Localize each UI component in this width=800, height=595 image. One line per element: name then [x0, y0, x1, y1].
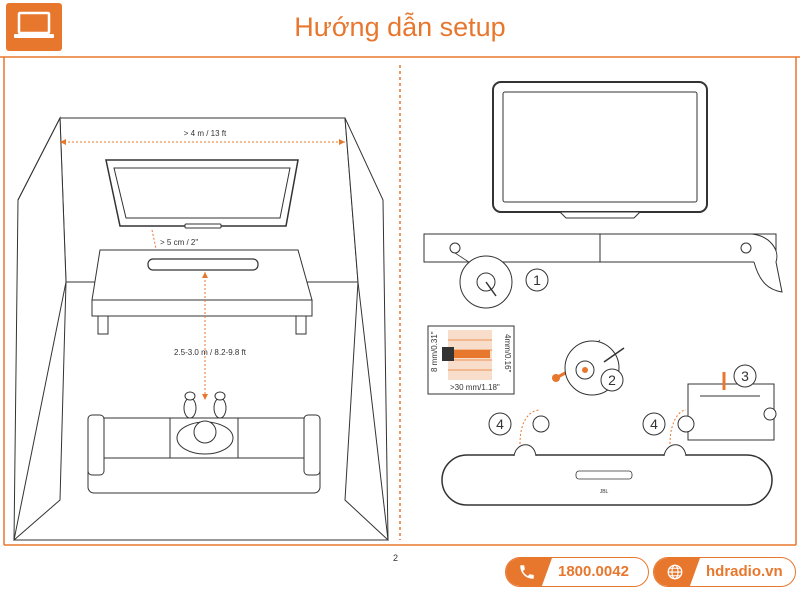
tv-front — [492, 81, 708, 219]
hotline-button[interactable]: 1800.0042 — [505, 557, 649, 587]
soundbar-on-stand — [147, 258, 259, 271]
screw-length-label: 8 mm/0.31" — [430, 331, 439, 372]
step-3-badge — [733, 364, 757, 388]
header-logo — [6, 3, 62, 51]
globe-icon — [667, 564, 683, 580]
step-4b-badge — [642, 412, 666, 436]
wall-detail: 8 mm/0.31" 4mm/0.16" >30 mm/1.18" — [427, 325, 515, 395]
distance-label: 2.5-3.0 m / 8.2-9.8 ft — [174, 348, 247, 357]
page-number: 2 — [393, 553, 399, 563]
listener — [176, 391, 234, 455]
step-1-badge — [525, 268, 549, 292]
phone-icon — [520, 565, 534, 579]
step-4a-number: 4 — [496, 416, 504, 432]
website-url: hdradio.vn — [706, 563, 783, 580]
hotline-number: 1800.0042 — [558, 563, 629, 580]
screw-diameter-label: 4mm/0.16" — [503, 334, 512, 373]
soundbar-front — [441, 444, 773, 506]
soundbar-logo: JBL — [600, 489, 609, 495]
gap-dimension-line — [151, 229, 159, 259]
step-3-number: 3 — [741, 368, 749, 384]
arrow-right-icon — [339, 139, 345, 145]
width-label: > 4 m / 13 ft — [184, 129, 227, 138]
step-4b-number: 4 — [650, 416, 658, 432]
wall-tv — [105, 159, 299, 229]
bracket-detail — [687, 383, 777, 441]
step-4a-badge — [488, 412, 512, 436]
monitor-icon — [14, 11, 54, 38]
arrow-left-icon — [60, 139, 66, 145]
wall-depth-label: >30 mm/1.18" — [450, 383, 500, 392]
screwdriver-icon — [603, 347, 625, 363]
arrow-up-icon — [202, 272, 208, 278]
gap-label: > 5 cm / 2" — [160, 238, 198, 247]
page-title: Hướng dẫn setup — [294, 12, 506, 42]
website-button[interactable]: hdradio.vn — [653, 557, 796, 587]
step-2-number: 2 — [608, 372, 616, 388]
step-2-badge — [600, 368, 624, 392]
arrow-down-icon — [202, 394, 208, 400]
step-1-number: 1 — [533, 272, 541, 288]
